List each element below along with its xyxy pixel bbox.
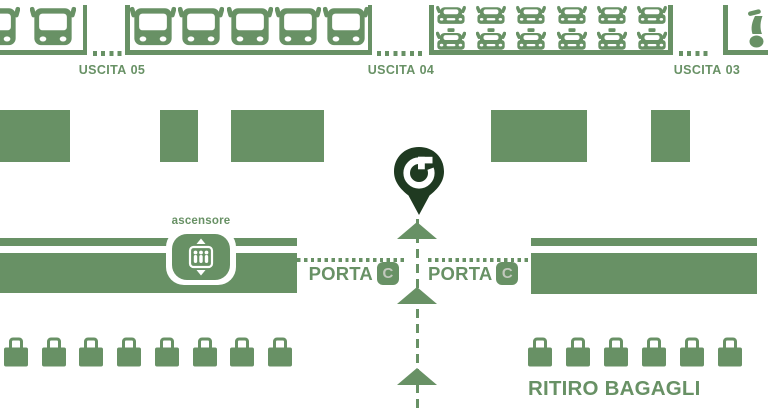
suitcase-icon [604,337,628,367]
door-guide-dots-right [428,258,530,262]
suitcase-icon [193,337,217,367]
suitcase-row-left [4,337,292,367]
suitcase-icon [528,337,552,367]
bay-4-line [723,50,768,55]
baggage-claim-label: RITIRO BAGAGLI [528,377,701,400]
suitcase-icon [230,337,254,367]
car-front-icon [436,5,466,26]
suitcase-icon [155,337,179,367]
taxi-front-icon [476,28,506,52]
bus-front-icon [275,4,321,48]
taxi-row [436,28,667,52]
exit-03-number: 03 [725,63,741,77]
taxi-bay-line [429,50,673,55]
bus-front-icon [227,4,273,48]
car-front-icon [476,5,506,26]
bay-divider [723,5,728,55]
exit-04-number: 04 [419,63,435,77]
car-front-icon [597,5,627,26]
taxi-front-icon [637,28,667,52]
route-arrow-up [397,222,437,239]
exit-05-word: USCITA [78,63,127,77]
bus-row-bay-2 [130,4,369,48]
bus-front-icon [0,4,20,48]
taxi-front-icon [516,28,546,52]
bay-divider [429,5,434,55]
suitcase-icon [42,337,66,367]
platform-left [0,253,297,293]
car-front-icon [557,5,587,26]
door-letter: C [382,265,394,282]
car-front-icon [516,5,546,26]
exit-04-gap-dots [377,51,424,56]
suitcase-icon [718,337,742,367]
door-c-label-left: PORTA C [299,262,399,285]
suitcase-icon [680,337,704,367]
building-block [491,110,587,162]
exit-04-label: USCITA 04 [336,63,466,77]
building-block [651,110,690,162]
door-letter: C [501,265,513,282]
door-word: PORTA [308,262,373,284]
platform-edge-right [531,238,757,246]
door-c-label-right: PORTA C [428,262,528,285]
bay-divider [668,5,673,55]
elevator-icon [172,234,230,280]
bus-front-icon [178,4,224,48]
exit-03-gap-dots [679,51,712,56]
route-dashed-line [415,219,420,411]
bus-bay-1-line [0,50,87,55]
elevator-label: ascensore [171,215,231,227]
exit-05-number: 05 [130,63,146,77]
suitcase-icon [117,337,141,367]
taxi-front-icon [436,28,466,52]
bus-front-icon [30,4,76,48]
bus-front-icon [323,4,369,48]
exit-05-label: USCITA 05 [47,63,177,77]
building-block [231,110,324,162]
door-guide-dots-left [297,258,407,262]
taxi-front-icon [597,28,627,52]
route-arrow-up [397,368,437,385]
door-c-badge: C [377,262,399,285]
exit-03-label: USCITA 03 [642,63,768,77]
door-word: PORTA [428,262,493,284]
scooter-icon [742,9,768,51]
suitcase-icon [79,337,103,367]
exit-05-gap-dots [93,51,122,56]
bay-divider [82,5,87,55]
elevator-glyph [172,234,230,280]
suitcase-row-right [528,337,742,367]
bus-row-bay-1 [0,4,78,48]
taxi-front-icon [557,28,587,52]
building-block [0,110,70,162]
door-c-badge: C [496,262,519,285]
platform-right [531,253,757,294]
bay-divider [125,5,130,55]
suitcase-icon [566,337,590,367]
building-block [160,110,198,162]
platform-edge-left [0,238,297,246]
car-row [436,5,667,26]
brand-location-pin [391,145,447,217]
bus-bay-2-line [125,50,372,55]
suitcase-icon [4,337,28,367]
suitcase-icon [268,337,292,367]
suitcase-icon [642,337,666,367]
car-front-icon [637,5,667,26]
exit-03-word: USCITA [673,63,722,77]
bus-front-icon [130,4,176,48]
bay-divider [367,5,372,55]
exit-04-word: USCITA [367,63,416,77]
route-arrow-up [397,287,437,304]
